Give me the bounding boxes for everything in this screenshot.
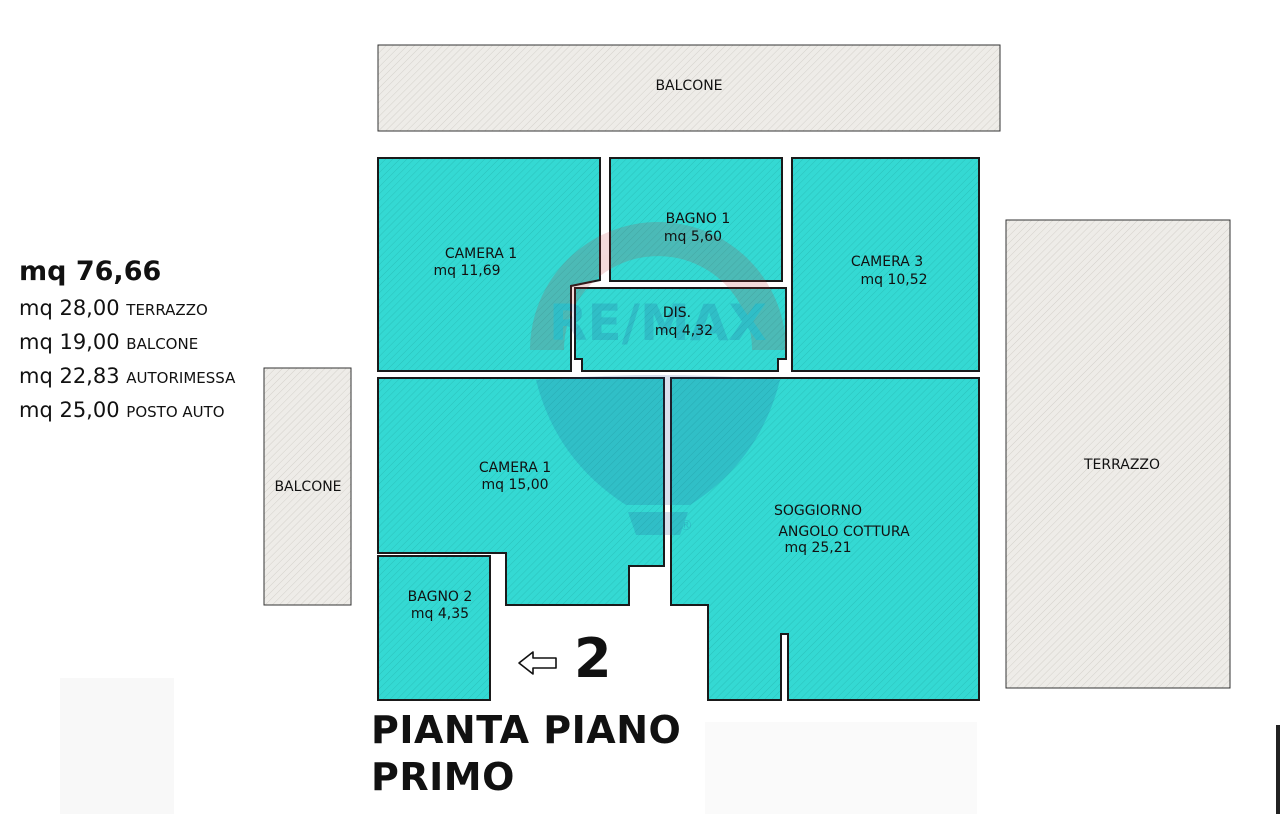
summary-label: BALCONE	[126, 335, 199, 353]
camera1-bottom-name: CAMERA 1	[479, 460, 551, 476]
summary-row: mq 28,00 TERRAZZO	[19, 292, 235, 326]
edge-mark	[1276, 725, 1280, 814]
bagno2-name: BAGNO 2	[408, 589, 473, 605]
bagno2-room	[377, 555, 491, 701]
bagno1-room	[609, 157, 783, 282]
soggiorno-name: SOGGIORNO	[774, 503, 862, 519]
balcone-top-area	[377, 44, 1001, 132]
summary-value: mq 25,00	[19, 398, 120, 422]
summary-row: mq 22,83 AUTORIMESSA	[19, 360, 235, 394]
summary-value: mq 19,00	[19, 330, 120, 354]
summary-label: POSTO AUTO	[126, 403, 225, 421]
camera1-bottom-room	[377, 377, 665, 606]
watermark-registered-mark: ®	[679, 518, 693, 534]
dis-name: DIS.	[663, 305, 691, 321]
bagno1-name: BAGNO 1	[666, 211, 731, 227]
camera1-top-area-text: mq 11,69	[433, 263, 500, 279]
summary-row: mq 19,00 BALCONE	[19, 326, 235, 360]
summary-value: mq 22,83	[19, 364, 120, 388]
plan-title-line1: PIANTA PIANO	[371, 708, 682, 752]
watermark-text: RE/MAX	[549, 294, 767, 352]
watermark-balloon-top	[530, 222, 786, 350]
watermark-basket	[628, 512, 688, 535]
summary-label: TERRAZZO	[126, 301, 208, 319]
bagno2-area-text: mq 4,35	[411, 606, 469, 622]
summary-row: mq 25,00 POSTO AUTO	[19, 394, 235, 428]
background-ghost-block	[60, 678, 174, 814]
balcone-left-label: BALCONE	[274, 479, 341, 495]
left-arrow-icon	[518, 651, 557, 675]
camera3-name: CAMERA 3	[851, 254, 923, 270]
camera3-room	[791, 157, 980, 372]
watermark-balloon-body	[536, 375, 780, 505]
camera1-top-room	[377, 157, 601, 372]
floor-number: 2	[574, 627, 612, 690]
total-area: mq 76,66	[19, 256, 162, 287]
camera3-area-text: mq 10,52	[860, 272, 927, 288]
summary-label: AUTORIMESSA	[126, 369, 236, 387]
camera1-top-name: CAMERA 1	[445, 246, 517, 262]
terrazzo-label: TERRAZZO	[1083, 457, 1160, 473]
area-summary: mq 76,66 mq 28,00 TERRAZZO mq 19,00 BALC…	[19, 254, 235, 428]
soggiorno-name-line2: ANGOLO COTTURA	[778, 524, 910, 540]
bagno1-area-text: mq 5,60	[664, 229, 722, 245]
dis-room	[574, 287, 787, 372]
soggiorno-area-text: mq 25,21	[784, 540, 851, 556]
summary-value: mq 28,00	[19, 296, 120, 320]
plan-title: PIANTA PIANO PRIMO	[371, 707, 681, 801]
remax-watermark: RE/MAX ®	[530, 222, 786, 535]
camera1-bottom-area-text: mq 15,00	[481, 477, 548, 493]
balcone-left-area	[263, 367, 352, 606]
balcone-top-label: BALCONE	[655, 78, 722, 94]
soggiorno-room	[670, 377, 980, 701]
terrazzo-area	[1005, 219, 1231, 689]
plan-title-line2: PRIMO	[371, 755, 515, 799]
background-ghost-block	[705, 722, 977, 814]
dis-area-text: mq 4,32	[655, 323, 713, 339]
